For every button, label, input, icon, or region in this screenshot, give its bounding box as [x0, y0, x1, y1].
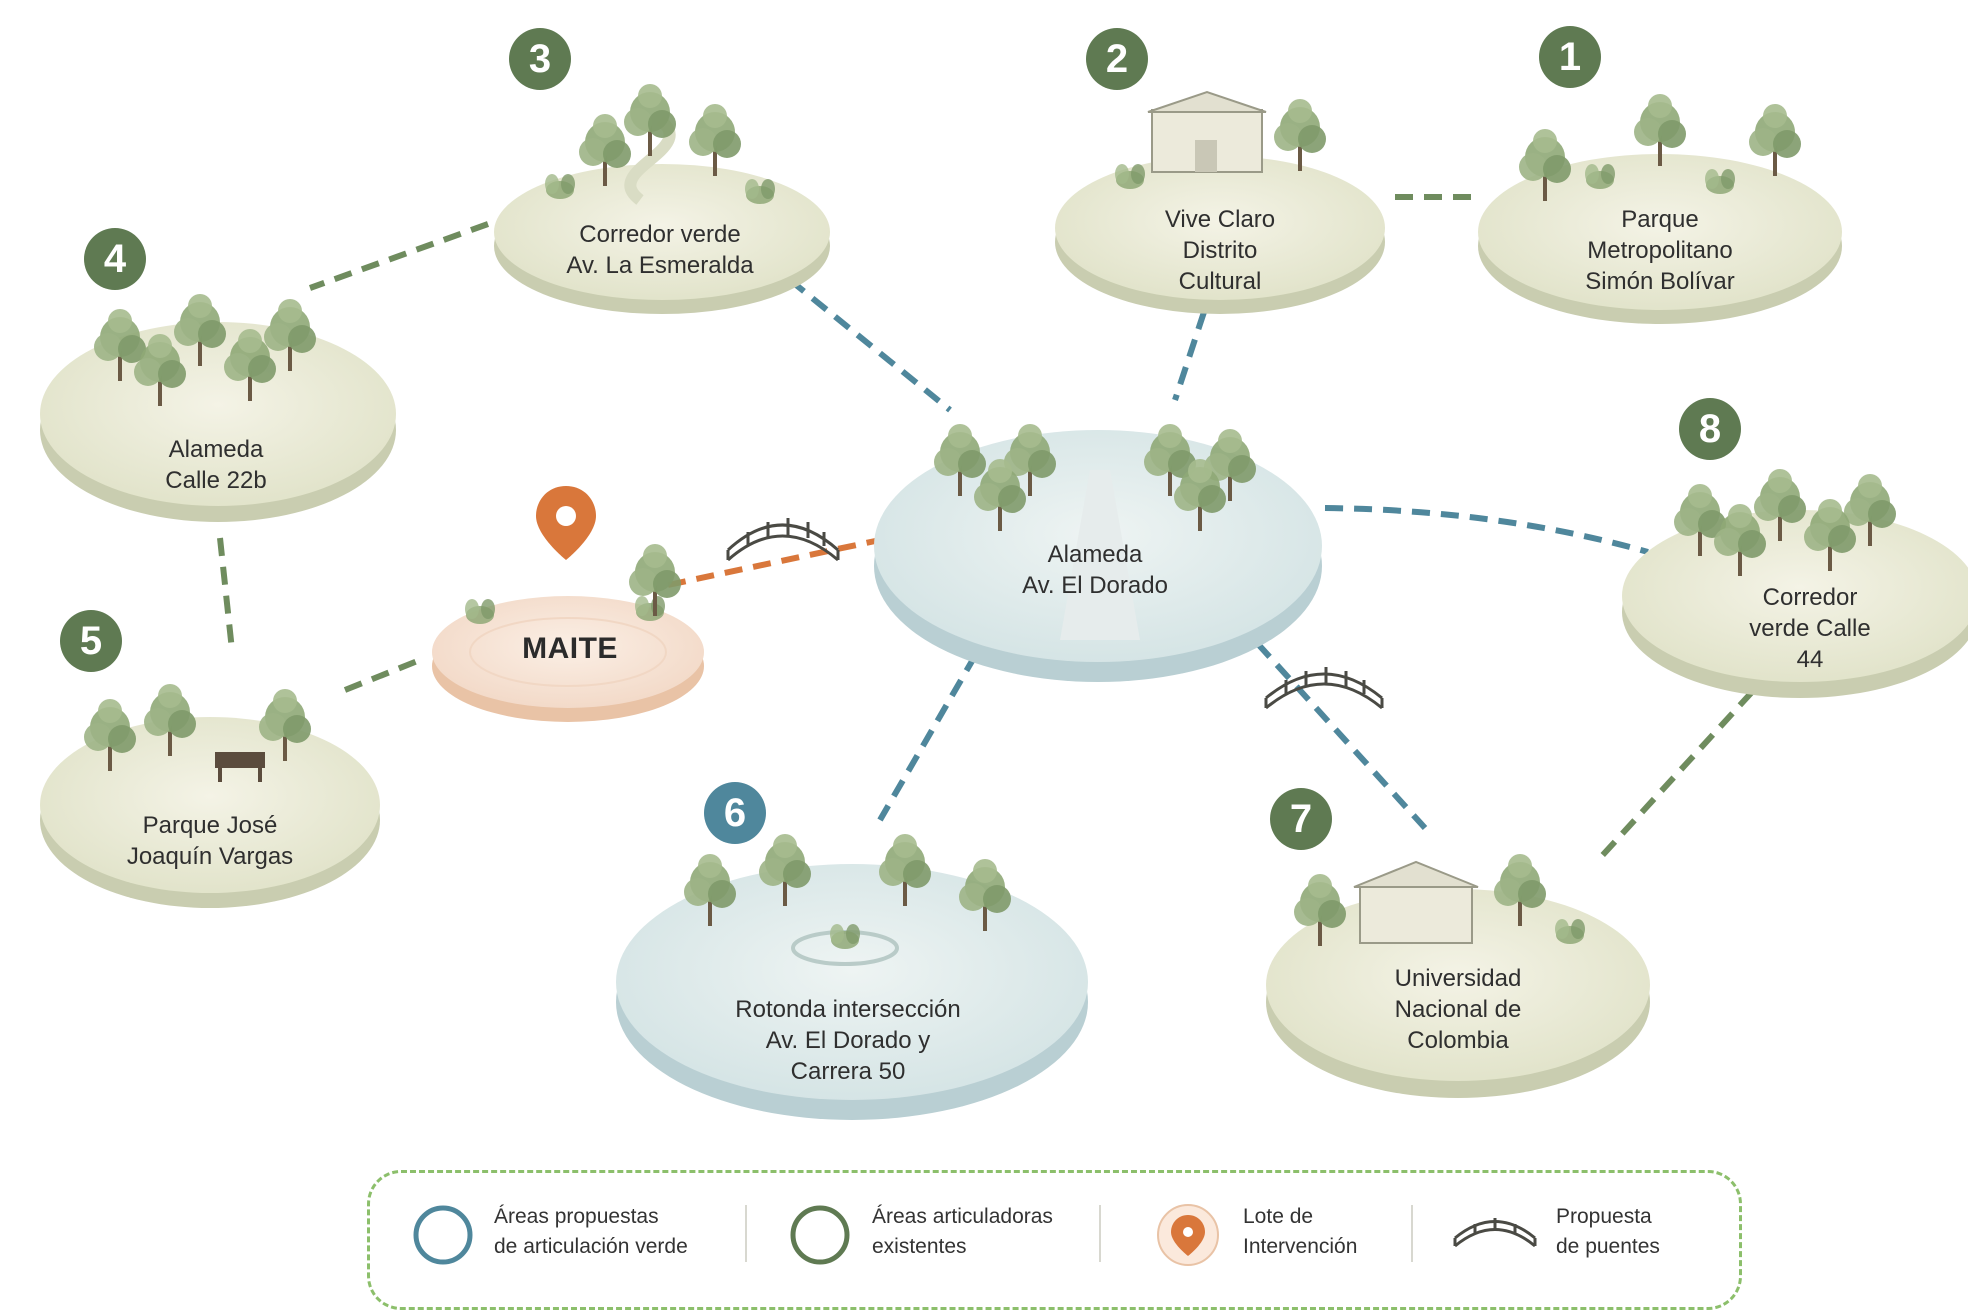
blue-circle-icon: [413, 1205, 473, 1265]
link-5-maite: [343, 657, 422, 693]
node-2-platform: [1055, 90, 1385, 314]
link-center-8: [1324, 505, 1649, 555]
connections: [217, 194, 1755, 861]
node-8-label: Corredor verde Calle 44: [1749, 584, 1871, 673]
node-6-platform: [616, 834, 1088, 1120]
link-3-center: [788, 277, 952, 413]
node-7-platform: [1266, 854, 1650, 1098]
node-4-label: Alameda Calle 22b: [165, 436, 267, 494]
link-center-7: [1235, 619, 1428, 831]
node-1-label: Parque Metropolitano Simón Bolívar: [1585, 206, 1735, 295]
green-circle-icon: [790, 1205, 850, 1265]
bridge-icon: [726, 518, 840, 562]
node-2-number: 2: [1086, 28, 1148, 90]
link-2-center: [1172, 311, 1207, 401]
node-4-platform: [40, 294, 396, 522]
node-1-number: 1: [1539, 26, 1601, 88]
node-4-number: 4: [84, 228, 146, 290]
legend-proposed-label: Áreas propuestas de articulación verde: [494, 1205, 688, 1258]
maite-label: MAITE: [522, 632, 618, 665]
link-4-5: [217, 537, 235, 651]
node-8-number: 8: [1679, 398, 1741, 460]
link-8-7: [1597, 689, 1755, 861]
node-3-platform: [494, 84, 830, 314]
bridge-icon: [1453, 1218, 1537, 1248]
node-6-label: Rotonda intersección Av. El Dorado y Car…: [735, 996, 961, 1085]
node-7-label: Universidad Nacional de Colombia: [1394, 965, 1522, 1054]
center-label: Alameda Av. El Dorado: [1022, 541, 1168, 599]
link-3-4: [308, 221, 490, 291]
node-3-number: 3: [509, 28, 571, 90]
node-7-number: 7: [1270, 788, 1332, 850]
node-1-platform: [1478, 94, 1842, 324]
legend-bridge-label: Propuesta de puentes: [1556, 1205, 1660, 1258]
location-pin-icon: [1157, 1204, 1219, 1266]
center-platform: [874, 424, 1322, 682]
node-3-label: Corredor verde Av. La Esmeralda: [566, 221, 754, 279]
node-8-platform: [1622, 469, 1968, 698]
legend-existing-label: Áreas articuladoras existentes: [872, 1205, 1053, 1258]
node-5-number: 5: [60, 610, 122, 672]
node-6-number: 6: [704, 782, 766, 844]
bridge-icon: [1264, 667, 1384, 710]
network-diagram: [40, 84, 1968, 1266]
node-5-platform: [40, 684, 380, 908]
node-5-label: Parque José Joaquín Vargas: [126, 812, 294, 870]
node-2-label: Vive Claro Distrito Cultural: [1164, 206, 1276, 295]
maite-platform: [432, 544, 704, 722]
legend-lot-label: Lote de Intervención: [1243, 1205, 1358, 1258]
link-maite-center: [667, 537, 881, 588]
location-pin-icon: [536, 486, 596, 560]
